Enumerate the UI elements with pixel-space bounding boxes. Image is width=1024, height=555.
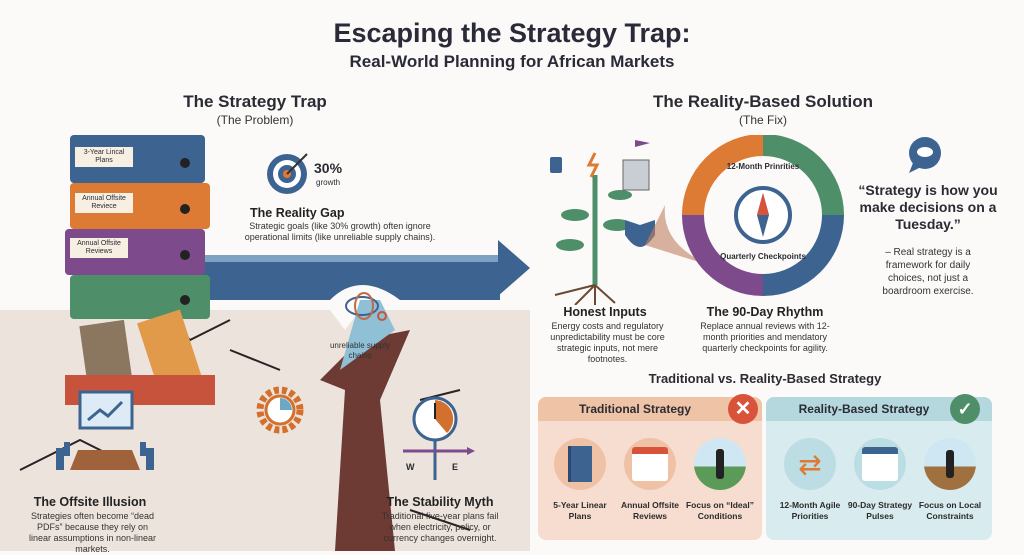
- cycle-bottom-label: Quarterly Checkpoints: [720, 252, 806, 261]
- reality-gap-text: Strategic goals (like 30% growth) often …: [244, 221, 436, 242]
- binder-label: Annual Offsite Reviece: [75, 193, 133, 213]
- lightning-icon: [586, 152, 600, 178]
- person-magnifier-icon: [946, 450, 954, 478]
- knot-label: unreliable supply chains: [329, 341, 391, 360]
- boardroom-icon: [56, 390, 154, 470]
- offsite-heading: The Offsite Illusion: [33, 495, 147, 509]
- main-subtitle: Real-World Planning for African Markets: [349, 52, 675, 71]
- check-icon: ✓: [950, 394, 980, 424]
- traditional-item: Focus on “Ideal” Conditions: [685, 438, 755, 522]
- item-label: Focus on “Ideal” Conditions: [685, 500, 754, 521]
- rhythm-heading: The 90-Day Rhythm: [706, 305, 824, 319]
- quote-text: “Strategy is how you make decisions on a…: [858, 182, 998, 232]
- gear-clock-icon: [256, 386, 304, 434]
- chasm-illustration: [0, 240, 530, 551]
- binder-icon: [568, 446, 592, 482]
- offsite-text: Strategies often become “dead PDFs” beca…: [28, 511, 157, 554]
- target-unit: growth: [316, 178, 341, 187]
- plug-icon: [550, 157, 562, 173]
- compass-east: E: [452, 462, 459, 472]
- item-label: Annual Offsite Reviews: [620, 500, 680, 521]
- cycle-arrow-orange: [682, 135, 764, 216]
- reality-item: ⇄ 12-Month Agile Priorities: [775, 438, 845, 522]
- bridge: [200, 255, 500, 300]
- rhythm-text: Replace annual reviews with 12-month pri…: [700, 321, 830, 353]
- item-label: Focus on Local Constraints: [918, 500, 982, 521]
- chasm: [320, 330, 410, 551]
- pulse-calendar-icon: [862, 447, 898, 481]
- clock-weathervane-icon: [403, 396, 475, 480]
- item-label: 12-Month Agile Priorities: [779, 500, 841, 521]
- cross-icon: ✕: [728, 394, 758, 424]
- building-icon: [622, 159, 650, 191]
- reality-item: 90-Day Strategy Pulses: [845, 438, 915, 522]
- item-label: 5-Year Linear Plans: [553, 500, 607, 521]
- reality-item: Focus on Local Constraints: [915, 438, 985, 522]
- solution-heading: The Reality-Based Solution: [652, 92, 874, 111]
- reality-gap-heading: The Reality Gap: [250, 206, 345, 220]
- comparison-heading: Traditional vs. Reality-Based Strategy: [648, 371, 882, 386]
- honest-inputs-text: Energy costs and regulatory unpredictabi…: [550, 321, 665, 364]
- problem-heading: The Strategy Trap: [183, 92, 327, 111]
- cycle-arrow-blue: [762, 214, 844, 296]
- binder-stack-illustration: [65, 135, 215, 405]
- solution-subheading: (The Fix): [739, 113, 787, 127]
- binder-label: 3-Year Lincal Plans: [75, 147, 133, 167]
- person-telescope-icon: [716, 449, 724, 479]
- item-label: 90-Day Strategy Pulses: [847, 500, 913, 521]
- speech-bubble-icon: [909, 137, 941, 173]
- stability-heading: The Stability Myth: [386, 495, 494, 509]
- cycle-arrow-green: [762, 135, 844, 216]
- tangled-knot-icon: [345, 292, 387, 321]
- main-title: Escaping the Strategy Trap:: [333, 18, 691, 48]
- cycle-top-label: 12-Month Prinrities: [726, 162, 800, 171]
- target-icon: [267, 153, 308, 194]
- traditional-title: Traditional Strategy: [538, 397, 762, 421]
- honest-inputs-heading: Honest Inputs: [563, 305, 647, 319]
- compass-west: W: [406, 462, 415, 472]
- binder-green: [70, 275, 210, 319]
- calendar-icon: [632, 447, 668, 481]
- bridge-arrow-icon: [498, 240, 530, 296]
- cracked-ground: [0, 310, 530, 551]
- binder-label: Annual Offsite Reviews: [70, 238, 128, 258]
- traditional-item: Annual Offsite Reviews: [615, 438, 685, 522]
- cycle-arrow-purple: [682, 214, 764, 296]
- quote-note: – Real strategy is a framework for daily…: [882, 247, 974, 297]
- target-value: 30%: [314, 160, 343, 176]
- problem-subheading: (The Problem): [216, 113, 294, 127]
- cycle-arrows-diagram: [645, 135, 844, 296]
- stability-text: Traditional five-year plans fail when el…: [381, 511, 499, 543]
- agile-arrows-icon: ⇄: [784, 438, 836, 490]
- traditional-item: 5-Year Linear Plans: [545, 438, 615, 522]
